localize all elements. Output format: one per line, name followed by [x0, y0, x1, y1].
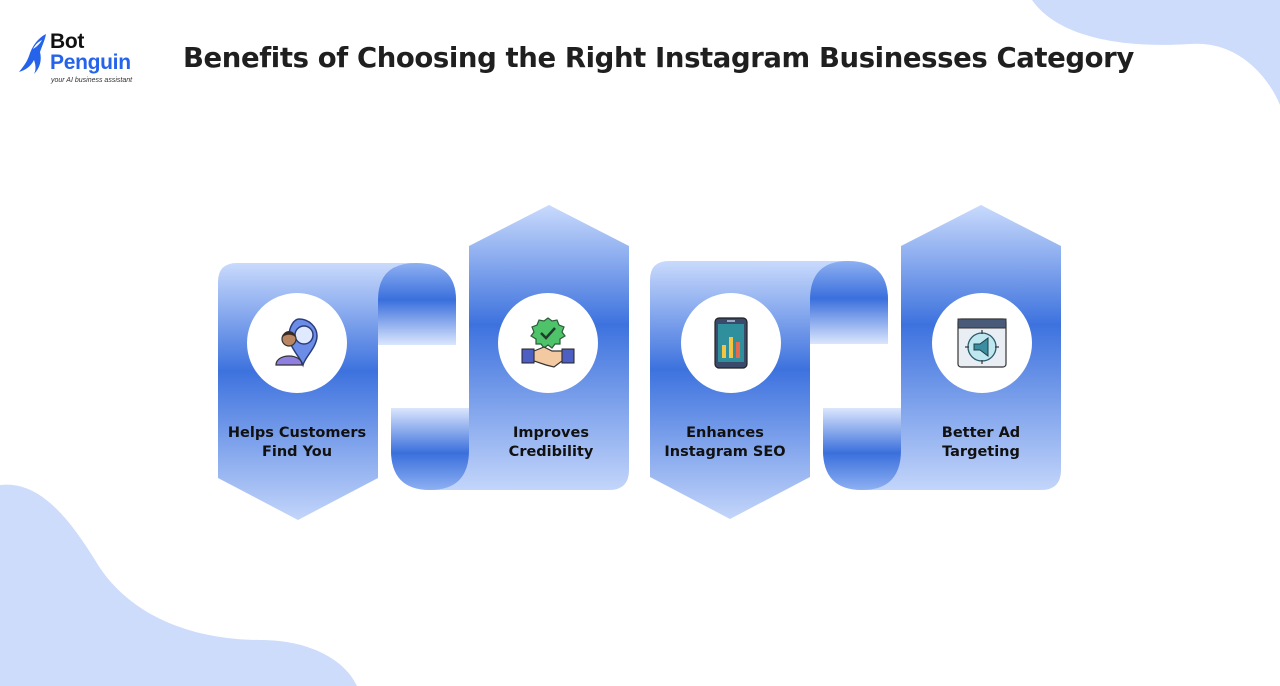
benefit-2-icon-circle: [498, 293, 598, 393]
brand-name-line1: Bot: [50, 30, 85, 53]
benefit-2-label: Improves Credibility: [476, 424, 626, 462]
page-title: Benefits of Choosing the Right Instagram…: [183, 42, 1134, 74]
person-location-pin-icon: [275, 318, 318, 368]
brand-tagline: your AI business assistant: [51, 77, 133, 84]
smartphone-bar-chart-icon: [714, 317, 748, 369]
benefit-3-icon-circle: [681, 293, 781, 393]
benefit-4-label: Better Ad Targeting: [906, 424, 1056, 462]
benefit-4-icon-circle: [932, 293, 1032, 393]
benefit-2-label-line2: Credibility: [508, 444, 594, 460]
brand-name-line2: Penguin: [50, 51, 131, 74]
benefit-4-label-line2: Targeting: [942, 444, 1020, 460]
benefit-3-label-line2: Instagram SEO: [664, 444, 786, 460]
benefit-1-icon-circle: [247, 293, 347, 393]
benefit-4-label-line1: Better Ad: [941, 425, 1021, 441]
penguin-logo-icon: [19, 34, 46, 74]
megaphone-target-icon: [957, 318, 1007, 368]
benefit-3-label-line1: Enhances: [686, 425, 764, 441]
benefit-1-label-line1: Helps Customers: [227, 425, 367, 441]
handshake-checkmark-badge-icon: [521, 317, 575, 368]
botpenguin-logo: Bot Penguin your AI business assistant: [18, 30, 148, 90]
benefit-1-label-line2: Find You: [261, 444, 333, 460]
benefit-3-label: Enhances Instagram SEO: [650, 424, 800, 462]
benefit-2-label-line1: Improves: [513, 425, 589, 441]
benefit-1-label: Helps Customers Find You: [222, 424, 372, 462]
